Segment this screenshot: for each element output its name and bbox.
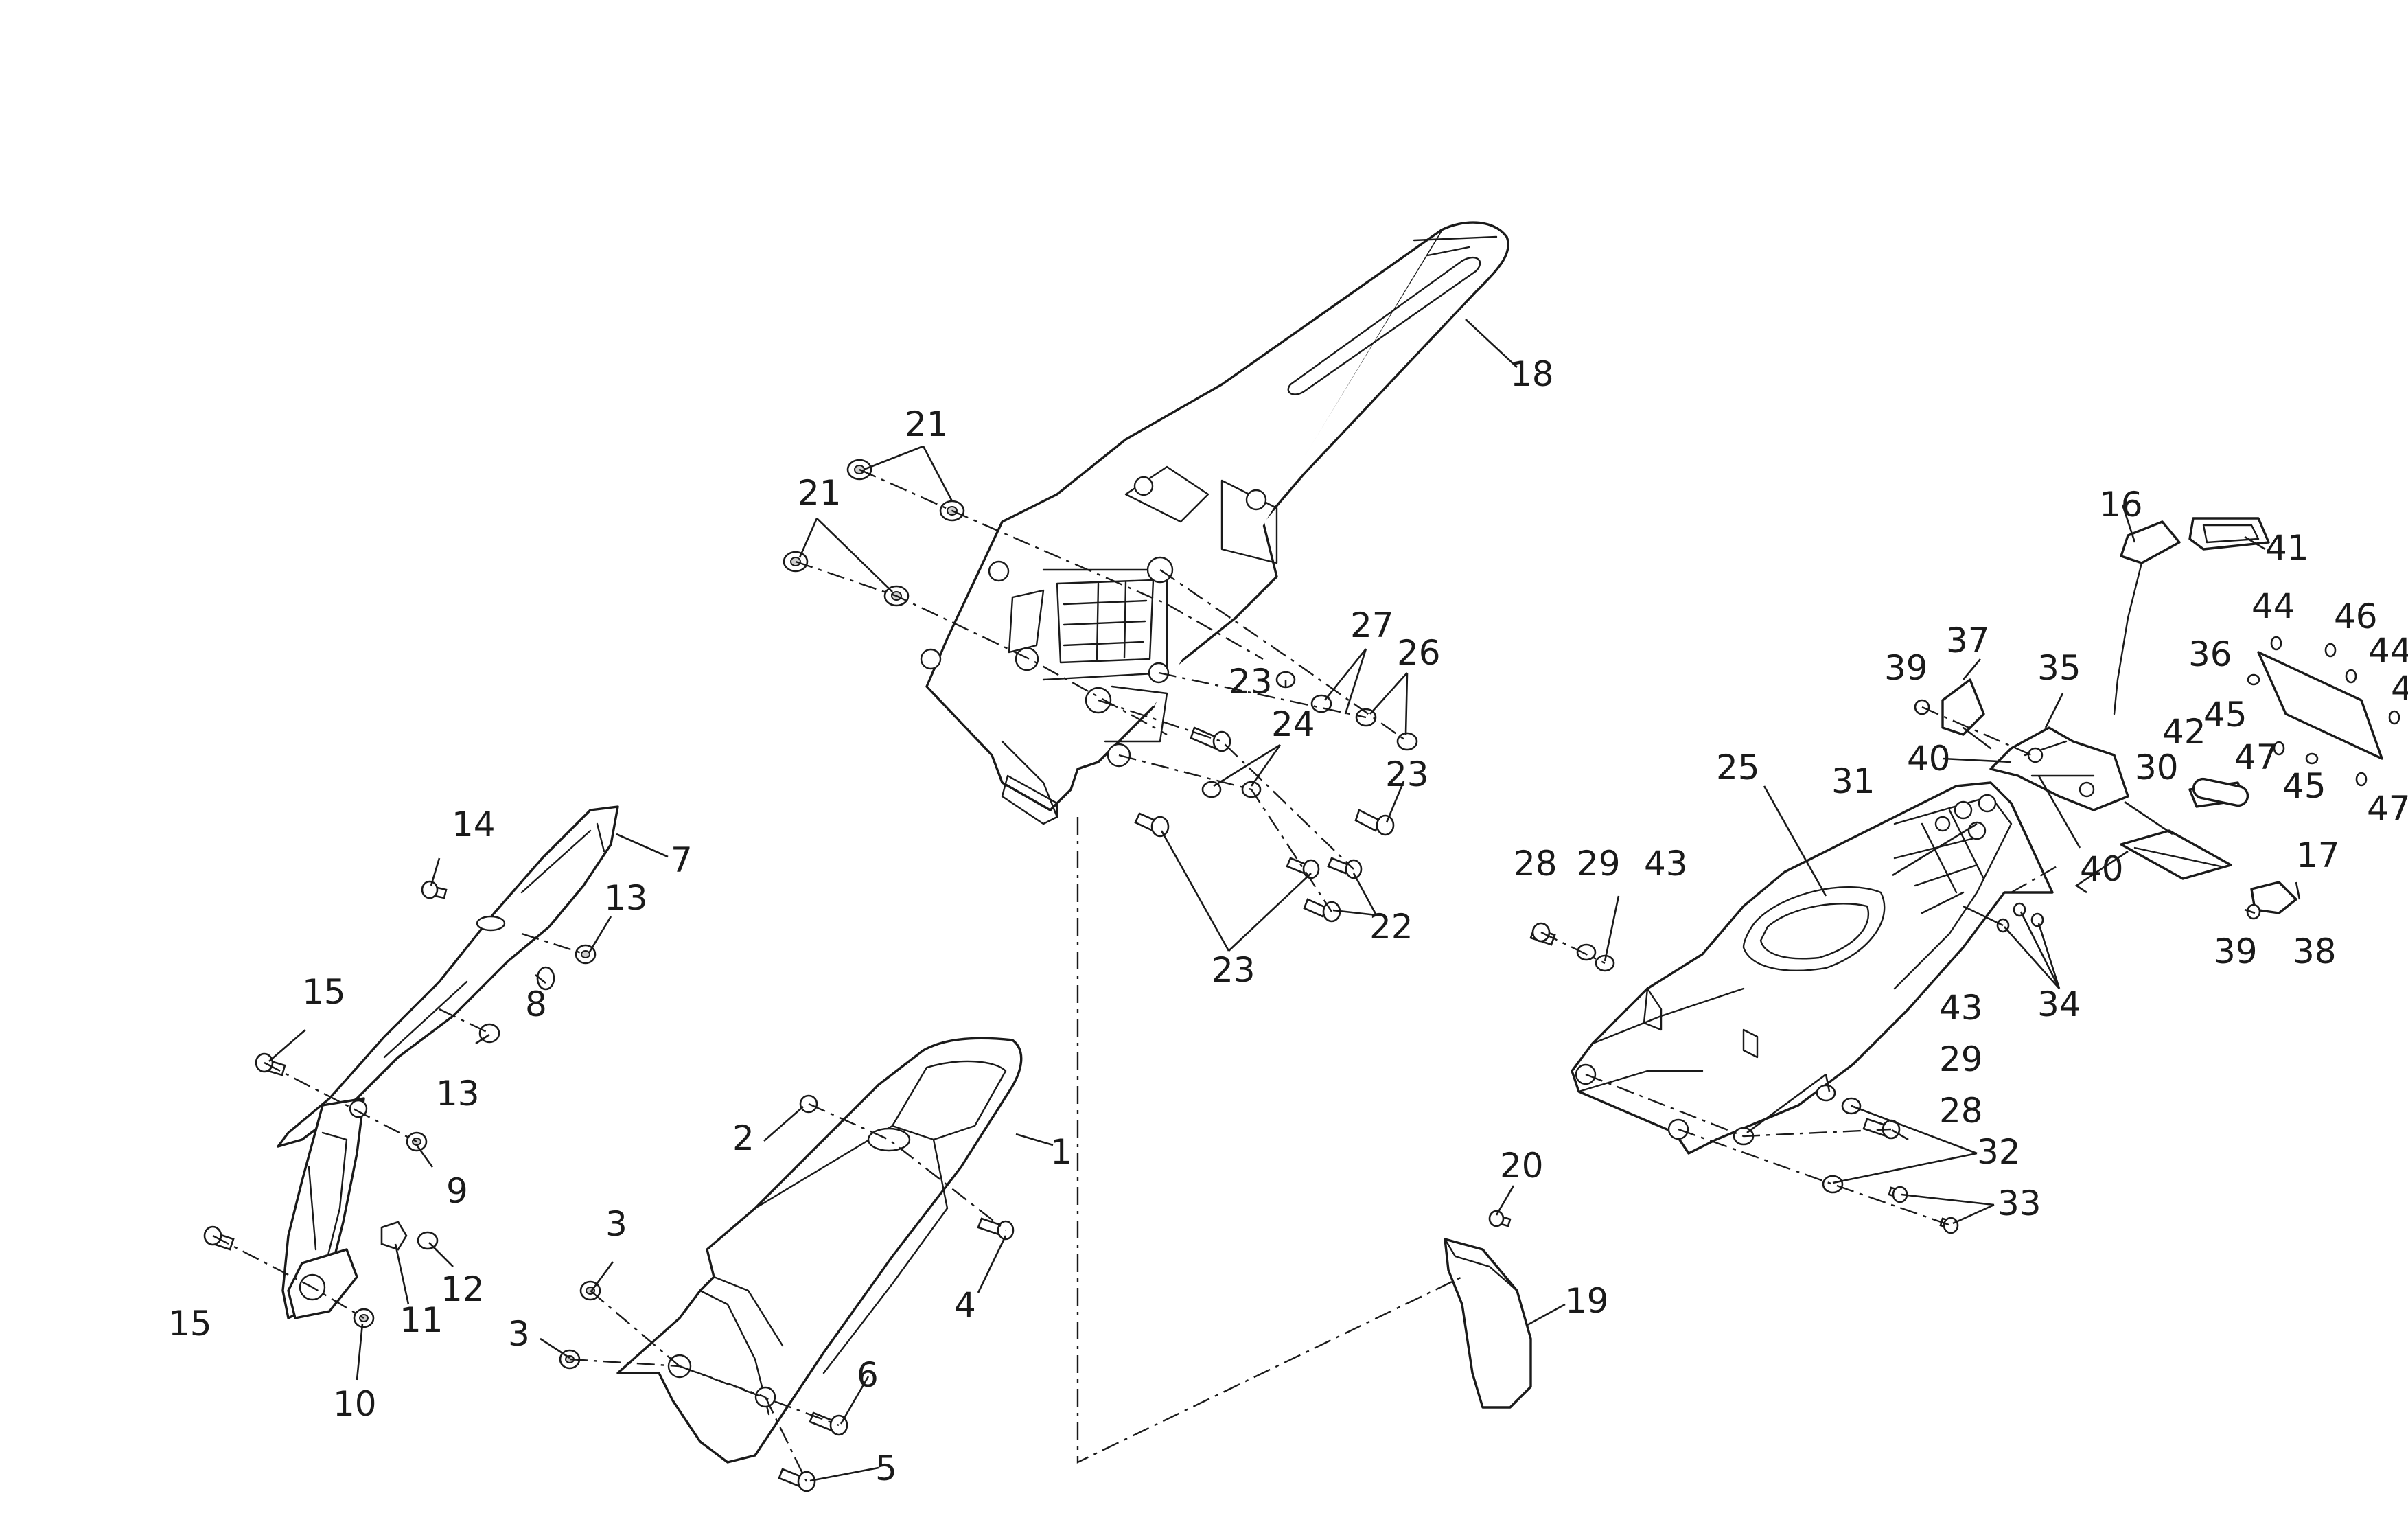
- side-cover-part-1: [616, 1037, 1023, 1464]
- callout-6: 6: [857, 1355, 879, 1395]
- callout-labels: 1 2 3 3 4 5 6 7 8 9 10 11 12 13 13 14 15…: [168, 354, 2408, 1488]
- callout-38: 38: [2293, 932, 2337, 971]
- callout-44: 44: [2251, 586, 2295, 626]
- callout-39: 39: [1884, 648, 1928, 688]
- license-bracket-part-16: [2113, 517, 2383, 760]
- leader-lines: [268, 319, 2301, 1482]
- callout-40: 40: [1907, 739, 1951, 779]
- callout-10: 10: [333, 1384, 377, 1424]
- callout-5: 5: [875, 1449, 897, 1488]
- callout-32: 32: [1977, 1132, 2021, 1172]
- callout-27: 27: [1350, 606, 1394, 645]
- callout-16: 16: [2099, 485, 2143, 524]
- callout-30: 30: [2135, 748, 2179, 787]
- callout-22: 22: [1369, 907, 1413, 947]
- callout-14: 14: [452, 805, 496, 844]
- callout-18: 18: [1510, 354, 1554, 394]
- callout-47: 47: [2367, 789, 2408, 829]
- callout-15: 15: [302, 972, 346, 1012]
- callout-13: 13: [604, 878, 648, 918]
- callout-23: 23: [1229, 662, 1273, 702]
- callout-4: 4: [2391, 669, 2408, 708]
- callout-3: 3: [605, 1204, 627, 1244]
- callout-35: 35: [2037, 648, 2081, 688]
- callout-8: 8: [525, 984, 547, 1024]
- callout-29: 29: [1577, 844, 1621, 884]
- callout-33: 33: [1998, 1184, 2041, 1223]
- callout-45: 45: [2282, 766, 2326, 806]
- callout-17: 17: [2296, 835, 2340, 875]
- callout-37: 37: [1946, 621, 1990, 660]
- reflector-part-17: [2192, 777, 2249, 807]
- callout-13: 13: [436, 1074, 480, 1114]
- callout-43: 43: [1644, 844, 1688, 884]
- callout-7: 7: [671, 840, 693, 880]
- callout-20: 20: [1500, 1146, 1544, 1186]
- callout-43: 43: [1939, 988, 1983, 1028]
- callout-44: 44: [2368, 631, 2408, 671]
- callout-36: 36: [2188, 634, 2232, 674]
- callout-21: 21: [905, 404, 949, 444]
- callout-23: 23: [1212, 950, 1255, 990]
- callout-21: 21: [798, 473, 842, 513]
- tail-bracket-part-30: [1989, 726, 2246, 880]
- callout-25: 25: [1716, 748, 1760, 787]
- indicator-part-37: [1941, 678, 1992, 750]
- callout-46: 46: [2334, 597, 2378, 636]
- hardware: [203, 459, 2400, 1492]
- callout-26: 26: [1397, 633, 1441, 673]
- callout-34: 34: [2037, 984, 2081, 1024]
- callout-19: 19: [1565, 1281, 1609, 1321]
- callout-47: 47: [2234, 737, 2278, 777]
- callout-11: 11: [400, 1300, 443, 1340]
- callout-45: 45: [2203, 695, 2247, 735]
- callout-42: 42: [2162, 712, 2206, 752]
- callout-23: 23: [1385, 754, 1429, 794]
- callout-12: 12: [441, 1269, 485, 1309]
- callout-15: 15: [168, 1304, 212, 1344]
- mud-flap-part-19: [1444, 1238, 1532, 1409]
- callout-28: 28: [1514, 844, 1558, 884]
- callout-1: 1: [1050, 1132, 1072, 1172]
- callout-40: 40: [2080, 849, 2124, 889]
- callout-41: 41: [2265, 528, 2309, 568]
- left-cover-part-7: [277, 805, 619, 1319]
- callout-2: 2: [732, 1118, 754, 1158]
- callout-4: 4: [954, 1285, 976, 1325]
- rear-fender-part-18: [920, 221, 1509, 825]
- callout-39: 39: [2214, 932, 2258, 971]
- callout-28: 28: [1939, 1091, 1983, 1131]
- assembly-lines: [212, 468, 2060, 1482]
- callout-31: 31: [1831, 761, 1875, 801]
- callout-9: 9: [446, 1171, 468, 1211]
- callout-3: 3: [508, 1314, 530, 1354]
- callout-24: 24: [1271, 704, 1315, 744]
- callout-29: 29: [1939, 1039, 1983, 1079]
